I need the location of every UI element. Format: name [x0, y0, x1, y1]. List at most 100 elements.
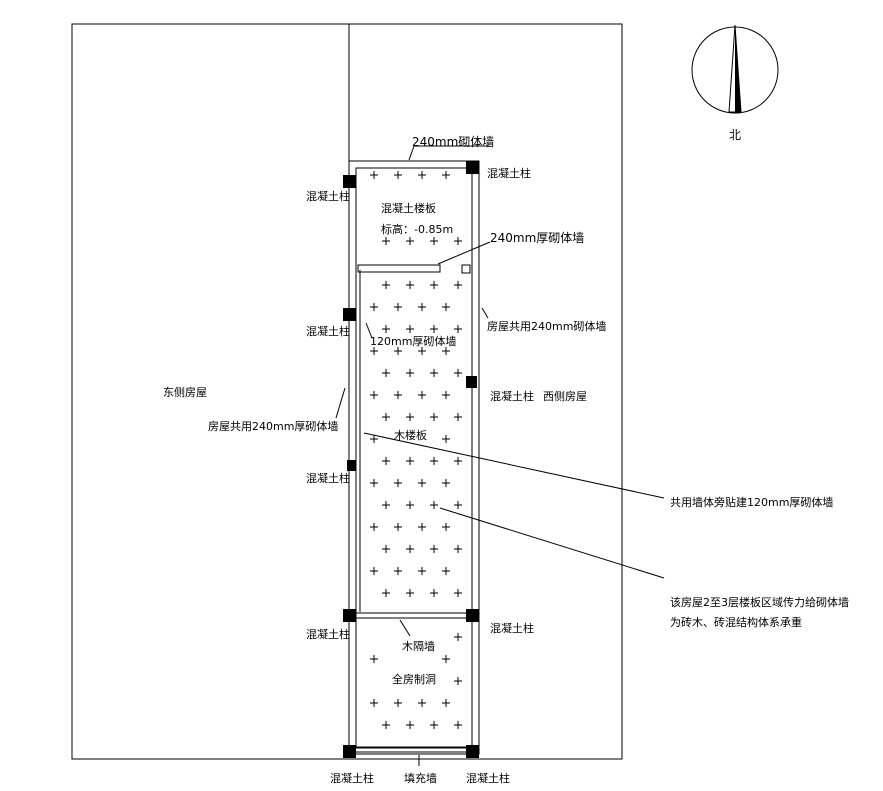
annotation-2-line1: 该房屋2至3层楼板区域传力给砌体墙 — [670, 595, 849, 609]
column — [343, 175, 356, 188]
hatch-plus — [442, 347, 450, 355]
hatch-plus — [382, 501, 390, 509]
hatch-plus — [406, 325, 414, 333]
hatch-plus — [382, 721, 390, 729]
hatch-plus — [454, 501, 462, 509]
hatch-plus — [454, 281, 462, 289]
hatch-plus — [418, 567, 426, 575]
hatch-plus — [406, 501, 414, 509]
column-label: 混凝土柱 — [487, 166, 531, 180]
column-label: 混凝土柱 — [330, 771, 374, 785]
north-label: 北 — [729, 128, 741, 142]
elevation-label: 标高：-0.85m — [381, 222, 453, 236]
east-house-label: 东侧房屋 — [163, 386, 207, 399]
east-shared-wall-label: 房屋共用240mm厚砌体墙 — [208, 419, 338, 433]
hatch-plus — [454, 721, 462, 729]
hatch-plus — [442, 523, 450, 531]
hatch-plus — [454, 369, 462, 377]
west-house-label: 西侧房屋 — [543, 390, 587, 403]
hatch-plus — [442, 303, 450, 311]
north-arrow-icon — [691, 24, 779, 114]
building-outline — [348, 160, 480, 755]
hatch-plus — [406, 237, 414, 245]
hatch-plus — [370, 435, 378, 443]
leader-lines — [335, 145, 665, 766]
hatch-plus — [370, 391, 378, 399]
column-label: 混凝土柱 — [306, 324, 350, 338]
hatch-plus — [370, 699, 378, 707]
hatch-plus — [454, 677, 462, 685]
hatch-plus — [394, 567, 402, 575]
infill-wall-label: 填充墙 — [404, 771, 437, 785]
hatch-plus — [394, 171, 402, 179]
hatch-plus — [382, 325, 390, 333]
column — [343, 308, 356, 321]
hatch-plus — [454, 589, 462, 597]
hatch-plus — [418, 171, 426, 179]
hatch-plus — [394, 523, 402, 531]
hatch-plus — [454, 457, 462, 465]
west-shared-wall-label: 房屋共用240mm砌体墙 — [487, 319, 606, 333]
hatch-plus — [394, 303, 402, 311]
hatch-plus — [418, 479, 426, 487]
hatch-plus — [370, 347, 378, 355]
hatch-plus — [454, 545, 462, 553]
full-basement-label: 全房制洞 — [392, 672, 436, 686]
hatch-plus — [370, 171, 378, 179]
hatch-plus — [430, 589, 438, 597]
hatch-plus — [430, 501, 438, 509]
hatch-plus — [382, 413, 390, 421]
hatch-plus — [418, 347, 426, 355]
wood-floor-label: 木楼板 — [394, 428, 427, 442]
hatch-plus — [370, 303, 378, 311]
column-label: 混凝土柱 — [490, 621, 534, 635]
hatch-plus — [406, 457, 414, 465]
hatch-plus — [370, 567, 378, 575]
annotation-2-line2: 为砖木、砖混结构体系承重 — [670, 615, 802, 629]
column — [343, 745, 356, 758]
hatch-plus — [406, 281, 414, 289]
hatch-plus — [382, 589, 390, 597]
hatch-plus — [442, 655, 450, 663]
slab-hatch-marks — [370, 171, 462, 729]
hatch-plus — [394, 391, 402, 399]
hatch-plus — [442, 699, 450, 707]
column — [466, 161, 479, 174]
hatch-plus — [370, 479, 378, 487]
hatch-plus — [406, 545, 414, 553]
column — [466, 609, 479, 622]
hatch-plus — [382, 237, 390, 245]
hatch-plus — [442, 391, 450, 399]
hatch-plus — [382, 545, 390, 553]
column — [466, 376, 477, 388]
column — [466, 745, 479, 758]
hatch-plus — [430, 281, 438, 289]
hatch-plus — [454, 413, 462, 421]
top-wall-label: 240mm砌体墙 — [412, 135, 494, 149]
hatch-plus — [454, 325, 462, 333]
hatch-plus — [442, 567, 450, 575]
column — [347, 460, 356, 471]
hatch-plus — [418, 391, 426, 399]
hatch-plus — [382, 457, 390, 465]
wood-partition-label: 木隔墙 — [402, 639, 435, 653]
hatch-plus — [382, 281, 390, 289]
hatch-plus — [406, 589, 414, 597]
hatch-plus — [370, 655, 378, 663]
column-label: 混凝土柱 — [306, 471, 350, 485]
hatch-plus — [406, 369, 414, 377]
slab-label: 混凝土楼板 — [381, 201, 436, 215]
hatch-plus — [418, 699, 426, 707]
site-boundary — [71, 23, 623, 760]
hatch-plus — [430, 545, 438, 553]
hatch-plus — [430, 721, 438, 729]
hatch-plus — [442, 171, 450, 179]
hatch-plus — [394, 699, 402, 707]
column-label: 混凝土柱 — [490, 389, 534, 403]
column-label: 混凝土柱 — [466, 771, 510, 785]
inner-wall-240-label: 240mm厚砌体墙 — [490, 231, 584, 245]
hatch-plus — [406, 413, 414, 421]
hatch-plus — [442, 479, 450, 487]
column — [343, 609, 356, 622]
hatch-plus — [394, 347, 402, 355]
